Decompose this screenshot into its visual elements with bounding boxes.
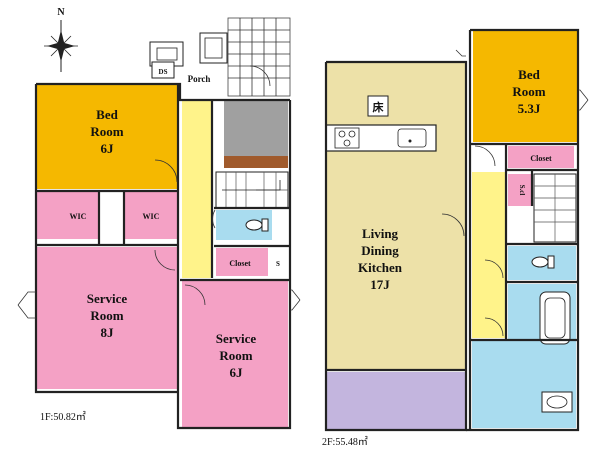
lavender-room xyxy=(326,372,466,430)
entry-hall xyxy=(224,100,288,156)
bedroom-1f-label-line1: Bed xyxy=(96,107,118,122)
porch-tiles xyxy=(227,17,291,97)
stairs-2f xyxy=(533,173,577,243)
service-left-label-line2: Room xyxy=(90,308,123,323)
washbasin-icon xyxy=(541,391,573,413)
floor-1: DS Porch xyxy=(17,17,301,430)
ds-label: DS xyxy=(159,68,168,76)
closet-2f xyxy=(508,146,574,168)
stairs-1f xyxy=(215,171,289,209)
bedroom-2f-label-line2: Room xyxy=(512,84,545,99)
ldk-room xyxy=(326,62,466,370)
shoe-step xyxy=(224,156,288,168)
bedroom-2f xyxy=(473,30,577,142)
floor-mark: 床 xyxy=(373,100,385,114)
wic-right xyxy=(124,191,178,239)
service-right-label-line3: 6J xyxy=(230,365,244,380)
service-room-left xyxy=(36,247,178,389)
wic-left xyxy=(36,191,99,239)
closet-1f xyxy=(216,248,268,276)
ldk-label-line3: Kitchen xyxy=(358,260,403,275)
service-left-label-line3: 8J xyxy=(101,325,115,340)
ldk-label-line4: 17J xyxy=(370,277,390,292)
compass: N xyxy=(44,7,78,72)
service-right-label-line1: Service xyxy=(216,331,257,346)
toilet-icon xyxy=(245,219,263,231)
storage-2f-label: S.cl xyxy=(518,185,526,196)
bedroom-1f-label-line3: 6J xyxy=(101,141,115,156)
service-left-label-line1: Service xyxy=(87,291,128,306)
service-right-label-line2: Room xyxy=(219,348,252,363)
floor-2: 床 xyxy=(322,28,589,448)
bedroom-1f-label-line2: Room xyxy=(90,124,123,139)
closet-2f-label: Closet xyxy=(530,154,552,163)
wic-left-label: WIC xyxy=(70,212,87,221)
service-room-right xyxy=(182,280,288,428)
sink-icon xyxy=(397,128,427,148)
wic-right-label: WIC xyxy=(143,212,160,221)
storage-2f xyxy=(508,174,532,206)
bedroom-2f-label-line3: 5.3J xyxy=(518,101,541,116)
storage-1f-label: S xyxy=(276,260,280,268)
bedroom-2f-label-line1: Bed xyxy=(518,67,540,82)
kitchen-counter xyxy=(325,124,437,152)
ldk-label-line1: Living xyxy=(362,226,399,241)
floor-1-area: 1F:50.82㎡ xyxy=(40,411,86,423)
porch-label: Porch xyxy=(188,74,211,84)
north-label: N xyxy=(57,7,65,18)
bedroom-1f xyxy=(36,84,178,189)
toilet-2f-icon xyxy=(531,256,549,268)
closet-1f-label: Closet xyxy=(229,259,251,268)
bathtub-icon xyxy=(539,291,571,345)
stove-burner-icon xyxy=(338,130,346,138)
floor-2-area: 2F:55.48㎡ xyxy=(322,436,368,448)
corridor-2f xyxy=(472,172,506,338)
corridor-1f xyxy=(182,100,212,278)
washroom xyxy=(472,340,576,428)
ldk-label-line2: Dining xyxy=(361,243,399,258)
